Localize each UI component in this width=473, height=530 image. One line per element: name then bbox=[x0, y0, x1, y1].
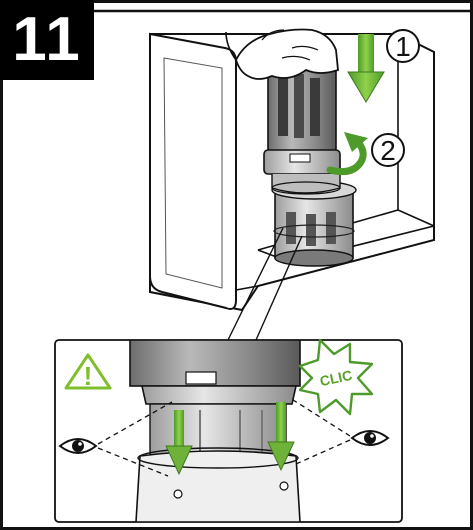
detail-inset bbox=[97, 340, 351, 522]
warning-mark: ! bbox=[84, 361, 93, 391]
rotate-arrow-icon bbox=[326, 132, 368, 176]
flush-valve bbox=[263, 59, 341, 195]
callout-2: 2 bbox=[371, 133, 405, 167]
callout-1: 1 bbox=[386, 29, 420, 63]
down-arrow-icon bbox=[347, 34, 385, 103]
alignment-arrow-right bbox=[267, 402, 295, 472]
sight-lines bbox=[97, 397, 351, 477]
warning-triangle-icon: ! bbox=[64, 353, 112, 391]
eye-icon-left bbox=[58, 438, 98, 454]
step-number: 11 bbox=[12, 5, 82, 74]
callout-1-number: 1 bbox=[395, 31, 411, 62]
zoom-connector bbox=[227, 227, 303, 341]
alignment-arrow-left bbox=[165, 410, 193, 476]
eye-icon-right bbox=[350, 430, 390, 446]
click-burst-icon: CLIC bbox=[298, 338, 374, 416]
hand bbox=[225, 28, 339, 80]
step-number-badge: 11 bbox=[0, 0, 94, 80]
click-label: CLIC bbox=[318, 367, 353, 389]
callout-2-number: 2 bbox=[380, 135, 396, 166]
